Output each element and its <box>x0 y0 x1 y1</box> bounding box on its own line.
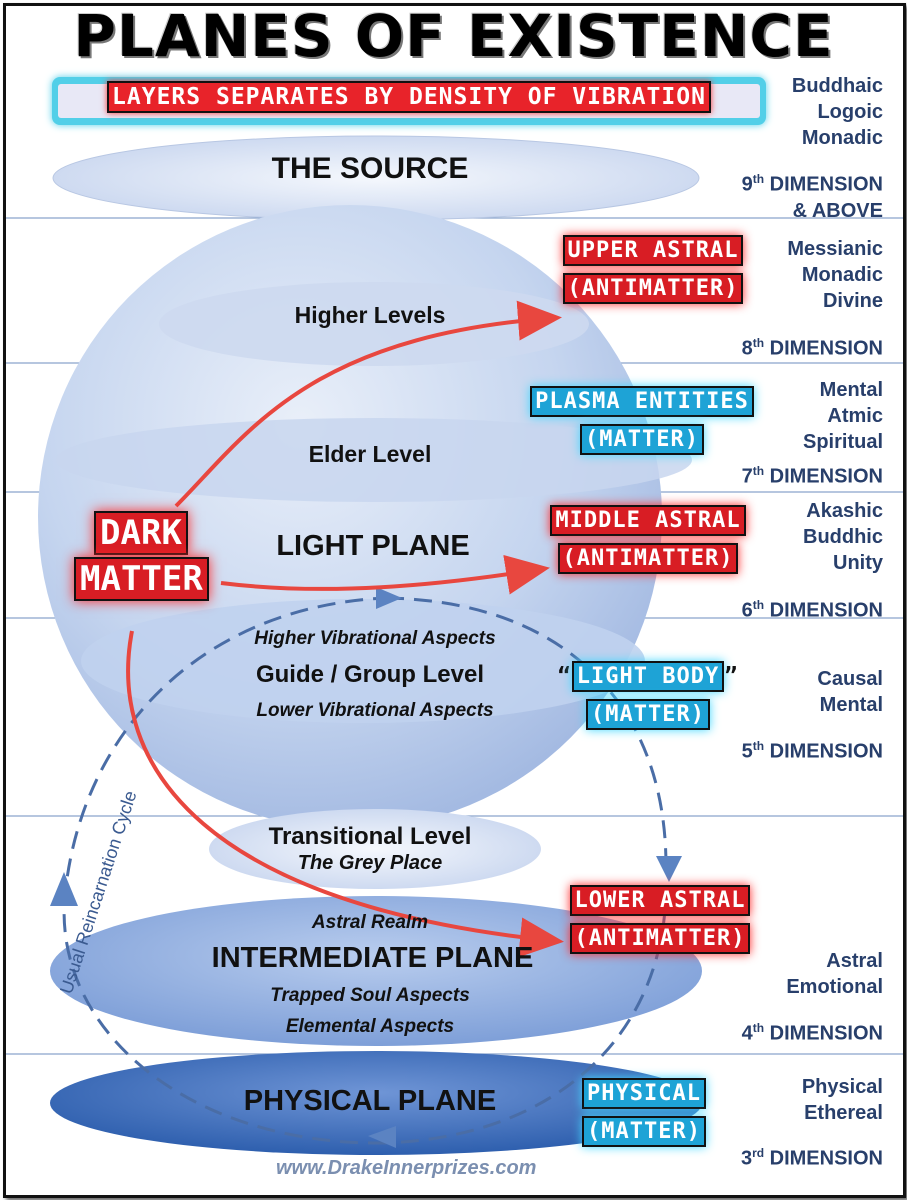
website-credit: www.DrakeInnerprizes.com <box>276 1157 537 1179</box>
label-light-plane: LIGHT PLANE <box>276 530 470 562</box>
dimension-8: 8th DIMENSION <box>741 336 883 360</box>
tag-light-body: “LIGHT BODY”(MATTER) <box>548 658 748 734</box>
tag-lower-astral: LOWER ASTRAL(ANTIMATTER) <box>552 882 768 958</box>
poster-frame <box>3 3 906 1198</box>
label-transitional: Transitional Level <box>268 823 472 850</box>
dimension-4: 4th DIMENSION <box>741 1021 883 1045</box>
label-elemental: Elemental Aspects <box>285 1016 455 1037</box>
label-higher-levels: Higher Levels <box>294 302 446 328</box>
dimension-3: 3rd DIMENSION <box>740 1146 883 1170</box>
label-intermediate-plane: INTERMEDIATE PLANE <box>211 942 534 974</box>
dimension-7: 7th DIMENSION <box>741 464 883 488</box>
label-lower-vibrational: Lower Vibrational Aspects <box>256 700 494 721</box>
label-trapped-soul: Trapped Soul Aspects <box>270 985 470 1006</box>
diagram-graphics <box>6 135 903 1155</box>
label-grey-place: The Grey Place <box>297 852 443 874</box>
label-the-source: THE SOURCE <box>271 152 469 185</box>
label-guide-group: Guide / Group Level <box>255 661 485 688</box>
tag-upper-astral: UPPER ASTRAL(ANTIMATTER) <box>545 232 761 308</box>
tag-plasma-entities: PLASMA ENTITIES(MATTER) <box>522 383 762 459</box>
poster-title: PLANES OF EXISTENCE <box>73 2 834 70</box>
dimension-6: 6th DIMENSION <box>741 598 883 622</box>
label-higher-vibrational: Higher Vibrational Aspects <box>254 628 496 649</box>
dimension-5: 5th DIMENSION <box>741 739 883 763</box>
subtitle-text: LAYERS SEPARATES BY DENSITY OF VIBRATION <box>52 81 766 113</box>
dimension-9: 9th DIMENSION & ABOVE <box>741 172 883 222</box>
label-elder-level: Elder Level <box>308 441 432 467</box>
label-astral-realm: Astral Realm <box>311 912 429 933</box>
tag-physical-matter: PHYSICAL(MATTER) <box>574 1075 714 1151</box>
tag-middle-astral: MIDDLE ASTRAL(ANTIMATTER) <box>540 502 756 578</box>
label-physical-plane: PHYSICAL PLANE <box>243 1085 497 1117</box>
